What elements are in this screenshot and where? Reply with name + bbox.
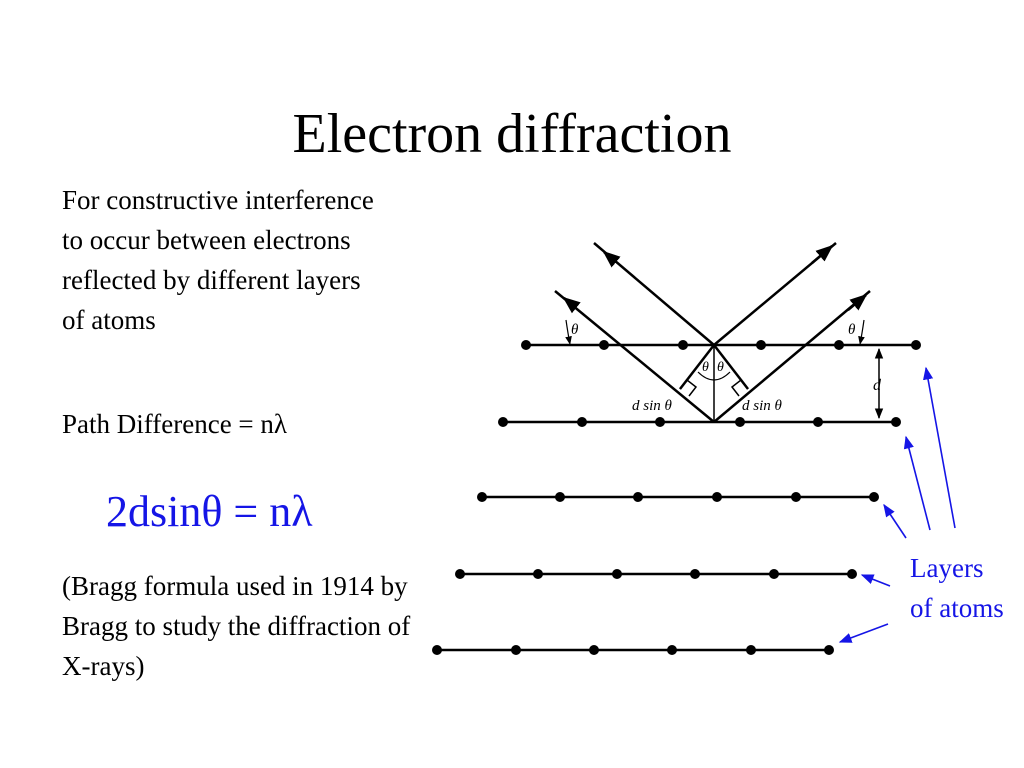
right-angle-right xyxy=(730,378,749,397)
atom xyxy=(498,417,508,427)
atom xyxy=(589,645,599,655)
reflected-ray-upper-arrow xyxy=(811,244,834,264)
pointer-layer-5 xyxy=(838,623,889,643)
page-title: Electron diffraction xyxy=(292,103,732,165)
atom xyxy=(477,492,487,502)
theta-arc-left xyxy=(565,319,572,345)
incident-ray-lower-arrow xyxy=(562,296,581,314)
atom-layer-1 xyxy=(521,340,921,350)
reflected-ray-lower xyxy=(713,290,871,423)
pointer-layer-4 xyxy=(860,574,891,587)
atom xyxy=(521,340,531,350)
theta-arc-right xyxy=(858,319,865,345)
theta-arc-center-left xyxy=(697,371,715,381)
atom xyxy=(791,492,801,502)
atom xyxy=(678,340,688,350)
atom xyxy=(432,645,442,655)
atom-layer-2 xyxy=(498,417,901,427)
atom xyxy=(633,492,643,502)
atom xyxy=(756,340,766,350)
atom xyxy=(612,569,622,579)
path-segment-label-right: d sin θ xyxy=(742,398,783,414)
atom xyxy=(847,569,857,579)
atom xyxy=(735,417,745,427)
atom xyxy=(511,645,521,655)
atom xyxy=(911,340,921,350)
path-segment-label-left: d sin θ xyxy=(632,398,673,414)
layers-of-atoms-label: Layers of atoms xyxy=(910,553,1004,623)
theta-arc-center-right xyxy=(713,371,731,381)
atom xyxy=(712,492,722,502)
layer-pointer-arrows xyxy=(838,366,956,643)
atom xyxy=(869,492,879,502)
atom xyxy=(577,417,587,427)
atom xyxy=(533,569,543,579)
spacing-label: d xyxy=(873,377,882,394)
pointer-layer-2 xyxy=(903,435,931,531)
atom-layer-5 xyxy=(432,645,834,655)
angle-markers xyxy=(565,319,865,381)
theta-label-right: θ xyxy=(848,322,856,338)
path-difference-text: Path Difference = nλ xyxy=(62,409,287,439)
atom xyxy=(690,569,700,579)
theta-label-left: θ xyxy=(571,322,579,338)
atom xyxy=(555,492,565,502)
incident-ray-upper-arrow xyxy=(602,250,621,268)
atom xyxy=(891,417,901,427)
atom xyxy=(834,340,844,350)
atom xyxy=(455,569,465,579)
atom-layer-4 xyxy=(455,569,857,579)
reflected-ray-lower-arrow xyxy=(847,293,868,311)
theta-label-center-right: θ xyxy=(717,360,724,375)
atom xyxy=(813,417,823,427)
atom xyxy=(746,645,756,655)
atom xyxy=(667,645,677,655)
incident-ray-lower xyxy=(554,290,715,423)
atom xyxy=(824,645,834,655)
atom xyxy=(599,340,609,350)
bragg-note: (Bragg formula used in 1914 by Bragg to … xyxy=(62,571,411,681)
theta-label-center-left: θ xyxy=(702,360,709,375)
intro-text: For constructive interference to occur b… xyxy=(62,185,374,335)
atom xyxy=(655,417,665,427)
bragg-formula: 2dsinθ = nλ xyxy=(106,487,313,536)
atom xyxy=(769,569,779,579)
pointer-layer-1 xyxy=(923,366,956,529)
right-angle-left xyxy=(679,378,698,397)
pointer-layer-3 xyxy=(883,503,907,539)
ray-paths xyxy=(554,242,871,423)
atom-layer-3 xyxy=(477,492,879,502)
